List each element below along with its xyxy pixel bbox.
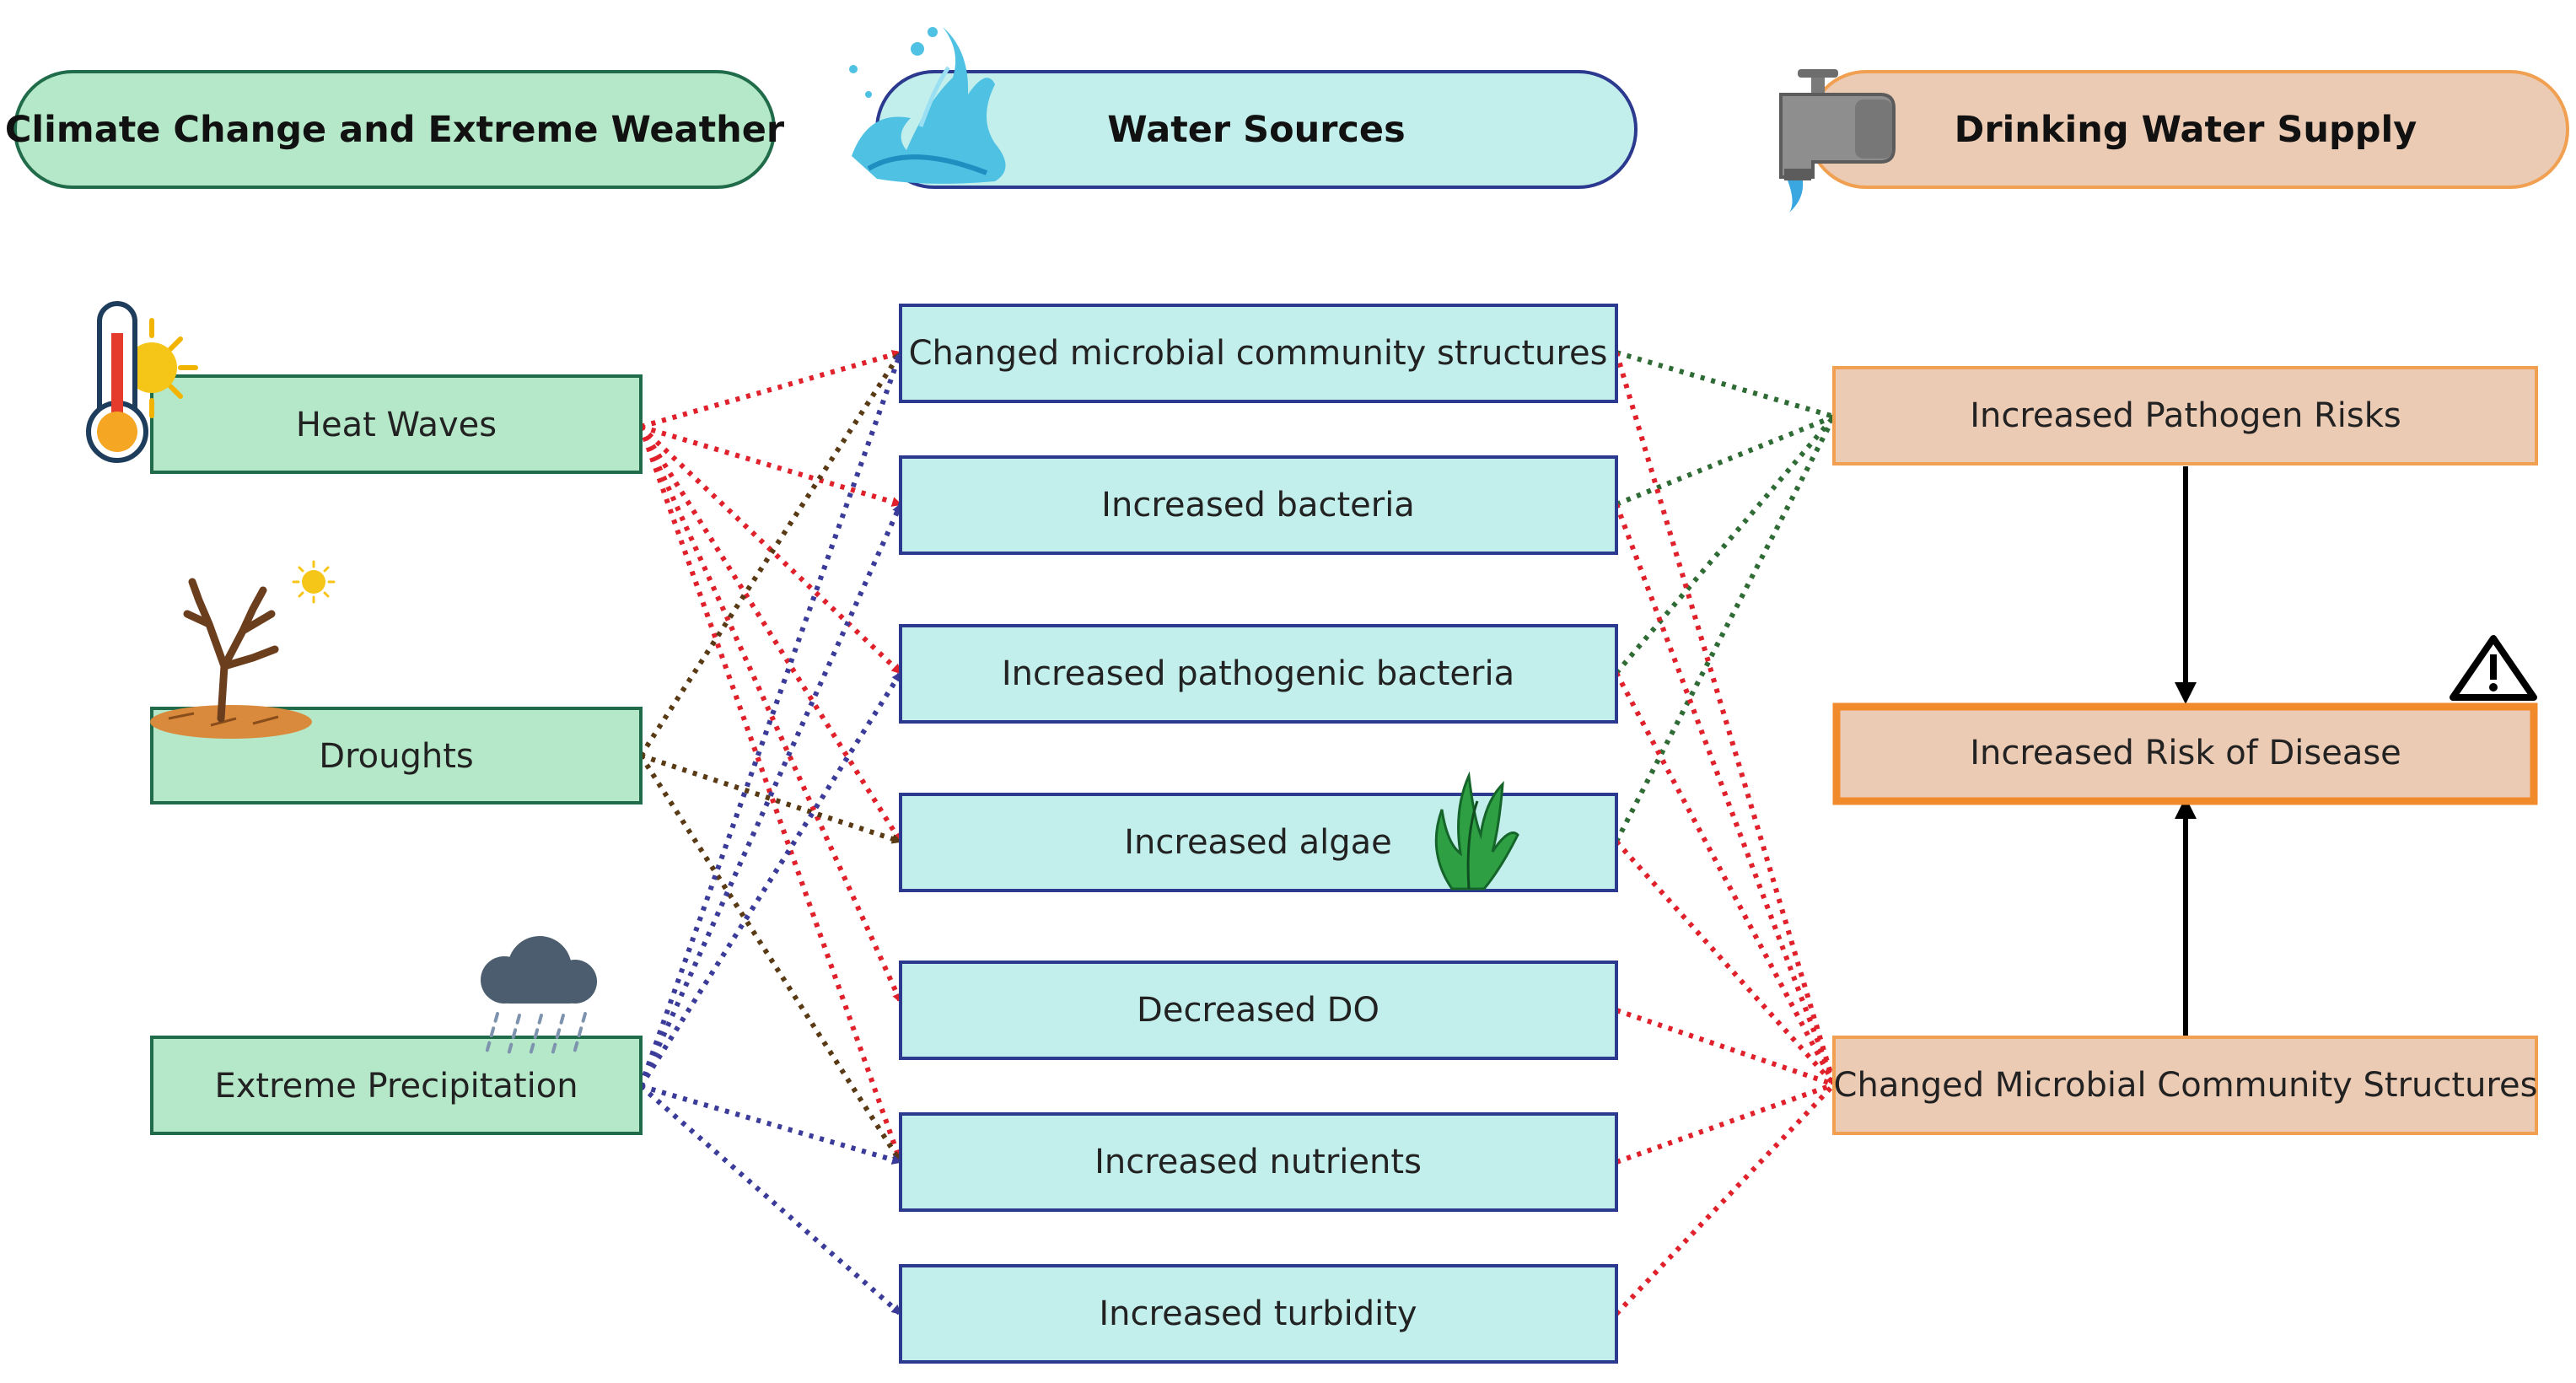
pathogen-links bbox=[1614, 350, 1837, 843]
effect-turbidity: Increased turbidity bbox=[899, 1264, 1618, 1364]
community-links bbox=[1614, 352, 1837, 1316]
driver-extreme-precipitation: Extreme Precipitation bbox=[150, 1036, 643, 1135]
outcome-risk-of-disease: Increased Risk of Disease bbox=[1832, 702, 2538, 805]
effect-pathogenic-bacteria: Increased pathogenic bacteria bbox=[899, 624, 1618, 724]
header-climate: Climate Change and Extreme Weather bbox=[5, 70, 785, 189]
header-drinking: Drinking Water Supply bbox=[1807, 70, 2569, 189]
effect-turbidity-label: Increased turbidity bbox=[1099, 1294, 1417, 1333]
header-water-label: Water Sources bbox=[1107, 109, 1405, 151]
effect-pathogenic-bacteria-label: Increased pathogenic bacteria bbox=[1002, 654, 1514, 693]
effect-microbial-community-label: Changed microbial community structures bbox=[909, 334, 1608, 373]
driver-droughts: Droughts bbox=[150, 707, 643, 805]
algae-icon bbox=[1434, 771, 1519, 891]
outcome-pathogen-risks-label: Increased Pathogen Risks bbox=[1970, 396, 2401, 435]
effect-decreased-do: Decreased DO bbox=[899, 961, 1618, 1060]
faucet-icon bbox=[1779, 69, 1896, 213]
outcome-community-structures-label: Changed Microbial Community Structures bbox=[1834, 1066, 2538, 1105]
driver-heat-waves-label: Heat Waves bbox=[296, 406, 497, 444]
water-splash-icon bbox=[849, 27, 1006, 184]
effect-nutrients-label: Increased nutrients bbox=[1094, 1143, 1422, 1181]
effect-decreased-do-label: Decreased DO bbox=[1137, 991, 1379, 1030]
header-drinking-label: Drinking Water Supply bbox=[1955, 109, 2417, 151]
dead-tree-icon bbox=[150, 560, 336, 739]
outcome-pathogen-risks: Increased Pathogen Risks bbox=[1832, 366, 2538, 465]
thermometer-sun-icon bbox=[86, 301, 198, 463]
driver-droughts-label: Droughts bbox=[319, 737, 473, 776]
effect-bacteria-label: Increased bacteria bbox=[1101, 486, 1415, 525]
effect-bacteria: Increased bacteria bbox=[899, 455, 1618, 555]
heat-arrows bbox=[638, 349, 903, 1164]
driver-heat-waves: Heat Waves bbox=[150, 374, 643, 474]
header-climate-label: Climate Change and Extreme Weather bbox=[5, 109, 785, 151]
drought-arrows bbox=[638, 351, 903, 1164]
outcome-community-structures: Changed Microbial Community Structures bbox=[1832, 1036, 2538, 1135]
header-water: Water Sources bbox=[875, 70, 1638, 189]
effect-algae-label: Increased algae bbox=[1124, 823, 1392, 862]
outcome-risk-of-disease-label: Increased Risk of Disease bbox=[1970, 734, 2401, 772]
effect-nutrients: Increased nutrients bbox=[899, 1112, 1618, 1212]
rain-cloud-icon bbox=[481, 936, 597, 1059]
warning-icon bbox=[2450, 635, 2537, 701]
effect-microbial-community: Changed microbial community structures bbox=[899, 304, 1618, 403]
driver-extreme-precipitation-label: Extreme Precipitation bbox=[214, 1067, 578, 1106]
precipitation-arrows bbox=[638, 351, 903, 1316]
